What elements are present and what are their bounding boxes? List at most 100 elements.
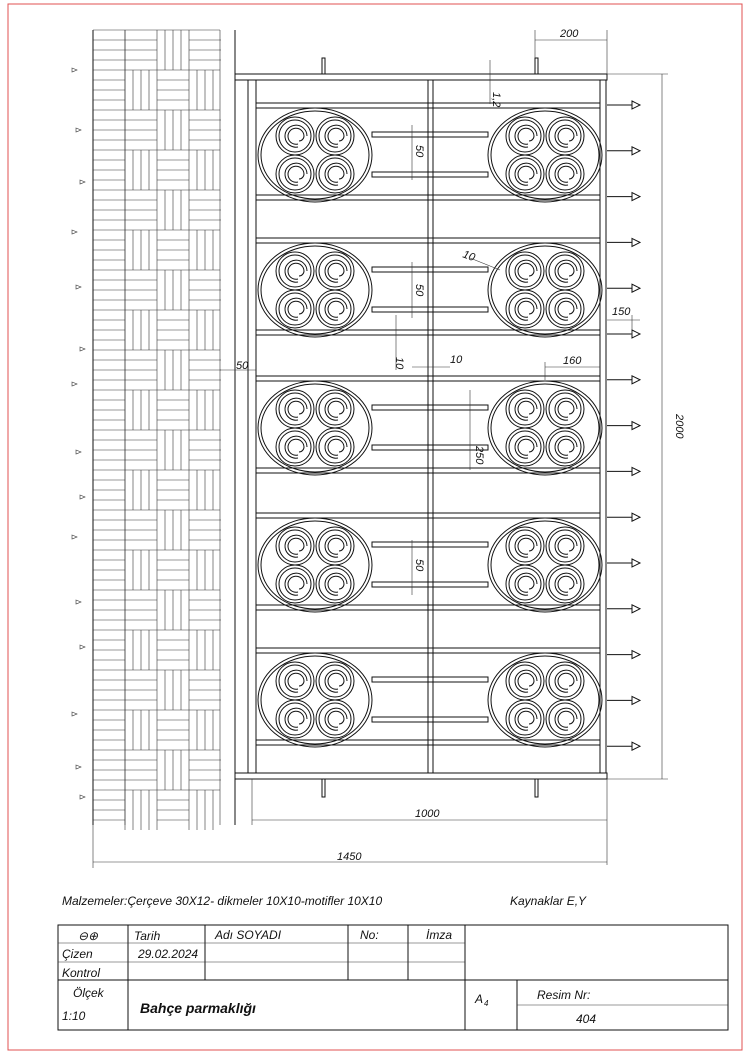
checked-label: Kontrol: [62, 966, 100, 980]
scroll-spiral: [514, 669, 538, 693]
scroll-motif: [548, 430, 582, 464]
connecting-bar: [371, 266, 489, 273]
scroll-motif: [545, 564, 585, 604]
scroll-spiral: [324, 572, 348, 596]
scroll-spiral: [324, 669, 348, 693]
scroll-motif: [505, 661, 545, 701]
scroll-motif: [505, 289, 545, 329]
scroll-motif: [545, 154, 585, 194]
wall-aggregate-mark: [79, 794, 86, 800]
scroll-motif: [545, 699, 585, 739]
scroll-spiral: [284, 435, 308, 459]
scroll-motif: [278, 529, 312, 563]
scroll-spiral: [327, 165, 345, 183]
scroll-spiral: [327, 400, 345, 418]
scroll-motif: [548, 702, 582, 736]
scroll-motif: [505, 389, 545, 429]
right-post: [599, 79, 607, 774]
wall-aggregate-mark: [75, 449, 82, 455]
motif-ellipse: [490, 520, 600, 610]
scroll-motif: [548, 664, 582, 698]
connecting-bar: [371, 581, 489, 588]
motif-ellipse: [260, 520, 370, 610]
wall-aggregate-mark: [71, 67, 78, 73]
scale-label: Ölçek: [73, 986, 105, 1000]
scroll-motif: [548, 529, 582, 563]
wall-aggregate-mark: [75, 599, 82, 605]
scroll-motif: [315, 427, 355, 467]
scroll-motif: [318, 254, 352, 288]
wall-aggregate-mark: [75, 764, 82, 770]
dim-total-height: 2000: [673, 413, 685, 439]
horizontal-bar: [255, 102, 601, 109]
drawn-date: 29.02.2024: [137, 947, 198, 961]
scroll-motif: [318, 292, 352, 326]
scroll-motif: [508, 529, 542, 563]
scroll-spiral: [324, 124, 348, 148]
connecting-bar: [371, 676, 489, 683]
dim-total-width: 1450: [337, 851, 362, 863]
drawing-no: 404: [576, 1012, 596, 1026]
scroll-motif: [318, 702, 352, 736]
scroll-motif: [545, 116, 585, 156]
scroll-spiral: [554, 435, 578, 459]
scroll-motif: [275, 564, 315, 604]
scroll-motif: [278, 254, 312, 288]
sources-note: Kaynaklar E,Y: [510, 894, 587, 908]
scroll-motif: [548, 254, 582, 288]
dim-bar-gap-3: 50: [413, 559, 425, 572]
scroll-spiral: [514, 297, 538, 321]
wall-aggregate-mark: [71, 381, 78, 387]
scroll-spiral: [517, 300, 535, 318]
motif-ellipse: [260, 383, 370, 473]
scroll-motif: [318, 529, 352, 563]
scroll-spiral: [517, 710, 535, 728]
motif-ellipse: [257, 652, 373, 748]
scroll-motif: [318, 157, 352, 191]
motif-ellipse: [487, 380, 603, 476]
scroll-motif: [505, 116, 545, 156]
dim-frame-thickness: 1,2: [490, 92, 502, 107]
scroll-spiral: [287, 672, 305, 690]
dim-top-width: 200: [559, 28, 579, 40]
motif-ellipse: [257, 242, 373, 338]
scroll-motif: [508, 430, 542, 464]
scroll-spiral: [287, 710, 305, 728]
dim-bar-gap-2: 50: [413, 284, 425, 297]
scroll-motif: [548, 567, 582, 601]
motif-ellipse: [490, 383, 600, 473]
scroll-spiral: [327, 127, 345, 145]
motif-ellipse: [257, 517, 373, 613]
anchor-arrow-icon: [631, 741, 642, 752]
scroll-spiral: [514, 397, 538, 421]
anchor-arrow-icon: [631, 145, 642, 156]
scroll-motif: [278, 292, 312, 326]
scroll-motif: [508, 119, 542, 153]
scroll-spiral: [284, 162, 308, 186]
scroll-motif: [278, 702, 312, 736]
scroll-motif: [275, 116, 315, 156]
wall-aggregate-mark: [79, 179, 86, 185]
scroll-spiral: [284, 297, 308, 321]
scroll-spiral: [517, 537, 535, 555]
scroll-spiral: [514, 124, 538, 148]
scroll-motif: [275, 661, 315, 701]
scroll-spiral: [327, 537, 345, 555]
scroll-spiral: [557, 400, 575, 418]
anchor-arrow-icon: [631, 237, 642, 248]
scroll-motif: [545, 661, 585, 701]
scroll-spiral: [557, 438, 575, 456]
horizontal-bar: [255, 467, 601, 474]
wall-aggregate-mark: [79, 346, 86, 352]
scroll-spiral: [557, 672, 575, 690]
scroll-spiral: [287, 262, 305, 280]
scroll-motif: [318, 430, 352, 464]
anchor-arrow-icon: [631, 558, 642, 568]
scroll-spiral: [327, 438, 345, 456]
wall-aggregate-mark: [79, 494, 86, 500]
scroll-motif: [508, 254, 542, 288]
scroll-motif: [508, 664, 542, 698]
scroll-spiral: [514, 162, 538, 186]
scroll-spiral: [514, 259, 538, 283]
scroll-spiral: [284, 124, 308, 148]
